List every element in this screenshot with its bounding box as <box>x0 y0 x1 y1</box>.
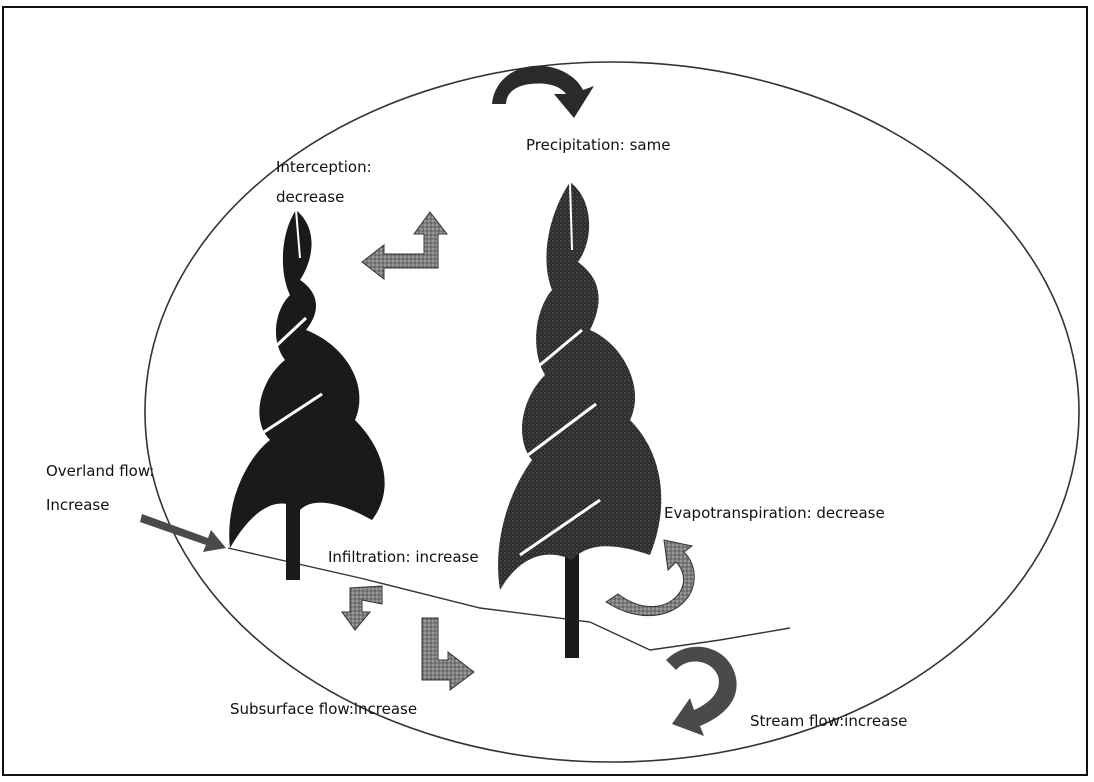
subsurface-flow-label: Subsurface flow:increase <box>230 700 417 718</box>
precipitation-arrow-icon <box>492 66 594 118</box>
right-tree-icon <box>498 182 661 658</box>
streamflow-arrow-icon <box>666 647 737 736</box>
precipitation-label: Precipitation: same <box>526 136 670 154</box>
interception-arrow-icon <box>362 212 447 279</box>
overland-flow-label-line2: Increase <box>46 496 109 514</box>
infiltration-label: Infiltration: increase <box>328 548 479 566</box>
interception-label-line2: decrease <box>276 188 344 206</box>
overland-flow-arrow-icon <box>140 514 226 552</box>
streamflow-label: Stream flow:increase <box>750 712 907 730</box>
left-tree-icon <box>229 210 384 580</box>
interception-label-line1: Interception: <box>276 158 372 176</box>
overland-flow-label-line1: Overland flow: <box>46 462 154 480</box>
evapotranspiration-label: Evapotranspiration: decrease <box>664 504 885 522</box>
